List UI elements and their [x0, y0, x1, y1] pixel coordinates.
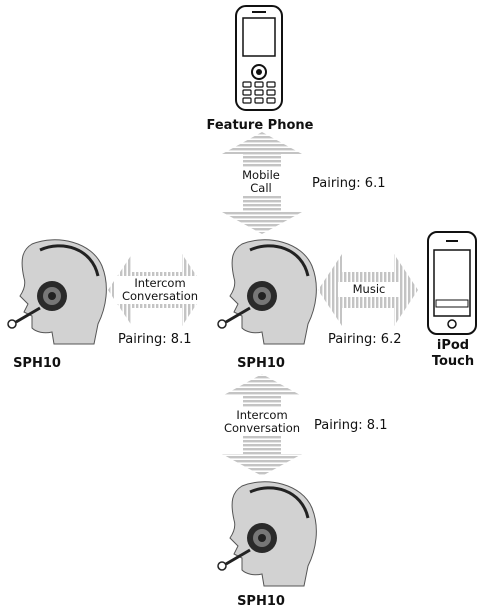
ipod-label-line1: iPod: [436, 338, 470, 353]
mobile-call-pairing: Pairing: 6.1: [312, 176, 386, 191]
feature-phone-label: Feature Phone: [206, 118, 314, 133]
center-headset-icon: [216, 238, 318, 346]
ipod-touch-icon: [427, 231, 477, 335]
mobile-call-line2: Call: [250, 181, 272, 195]
music-label: Music: [338, 282, 400, 297]
music-pairing: Pairing: 6.2: [328, 332, 402, 347]
bottom-headset-label: SPH10: [237, 594, 285, 609]
ipod-label-line2: Touch: [431, 354, 475, 369]
intercom-bottom-label: Intercom Conversation: [216, 408, 308, 436]
feature-phone-icon: [235, 5, 283, 111]
bottom-headset-icon: [216, 480, 318, 588]
intercom-left-line1: Intercom: [134, 276, 186, 290]
mobile-call-label: Mobile Call: [232, 168, 290, 196]
intercom-left-pairing: Pairing: 8.1: [118, 332, 192, 347]
intercom-bottom-pairing: Pairing: 8.1: [314, 418, 388, 433]
intercom-left-label: Intercom Conversation: [114, 276, 206, 304]
left-headset-label: SPH10: [13, 356, 61, 371]
intercom-left-line2: Conversation: [121, 289, 199, 303]
center-headset-label: SPH10: [237, 356, 285, 371]
intercom-bottom-line2: Conversation: [223, 421, 301, 435]
intercom-bottom-line1: Intercom: [236, 408, 288, 422]
mobile-call-line1: Mobile: [242, 168, 280, 182]
left-headset-icon: [6, 238, 108, 346]
